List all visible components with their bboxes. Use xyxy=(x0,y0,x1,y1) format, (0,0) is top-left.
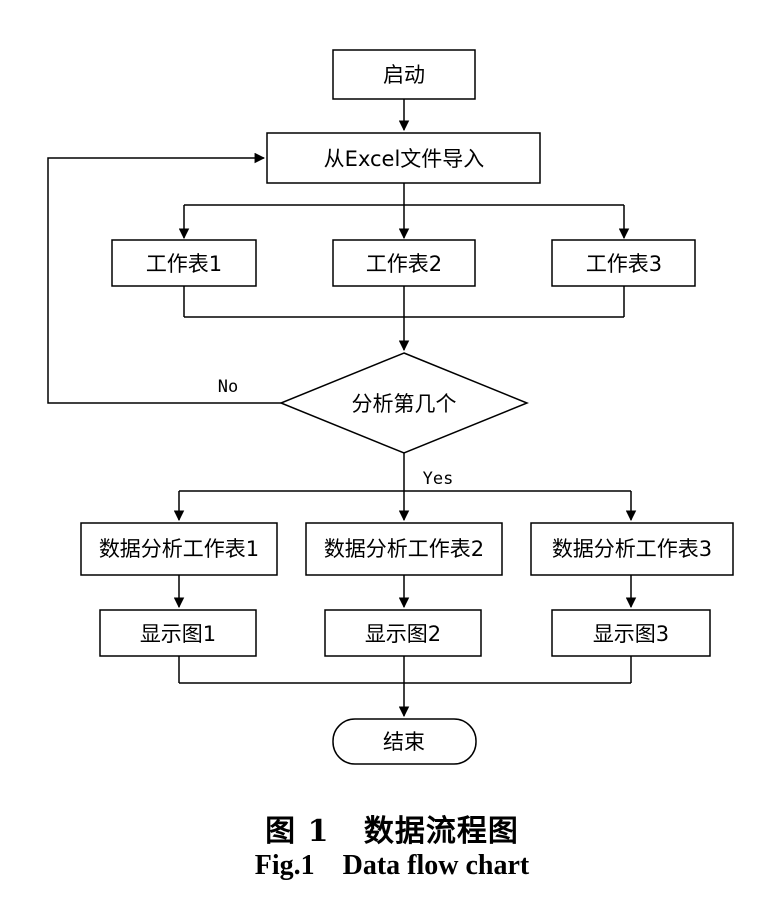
figure-caption-chinese: 图 1 数据流程图 xyxy=(265,814,519,849)
sheet1-label: 工作表1 xyxy=(146,252,222,276)
import-label: 从Excel文件导入 xyxy=(324,147,485,171)
analyze3-label: 数据分析工作表3 xyxy=(552,537,712,561)
sheet2-node: 工作表2 xyxy=(332,239,476,287)
show2-label: 显示图2 xyxy=(365,622,441,646)
start-label: 启动 xyxy=(383,63,425,87)
analyze1-node: 数据分析工作表1 xyxy=(80,522,278,576)
figure-caption-english: Fig.1 Data flow chart xyxy=(254,850,530,881)
decision-node: 分析第几个 xyxy=(279,352,529,454)
sheet3-node: 工作表3 xyxy=(551,239,696,287)
show3-label: 显示图3 xyxy=(593,622,669,646)
analyze1-label: 数据分析工作表1 xyxy=(99,537,259,561)
sheet3-label: 工作表3 xyxy=(586,252,662,276)
flowchart: 启动 从Excel文件导入 工作表1 工作表2 工作表3 分析第几个 No Ye… xyxy=(47,49,734,765)
analyze3-node: 数据分析工作表3 xyxy=(530,522,734,576)
end-node: 结束 xyxy=(332,718,477,765)
analyze2-node: 数据分析工作表2 xyxy=(305,522,503,576)
decision-label: 分析第几个 xyxy=(352,392,457,416)
analyze2-label: 数据分析工作表2 xyxy=(324,537,484,561)
start-node: 启动 xyxy=(332,49,476,100)
show1-label: 显示图1 xyxy=(140,622,216,646)
no-label: No xyxy=(218,377,238,397)
show2-node: 显示图2 xyxy=(324,609,482,657)
import-node: 从Excel文件导入 xyxy=(266,132,541,184)
connectors xyxy=(47,99,637,718)
sheet1-node: 工作表1 xyxy=(111,239,257,287)
yes-label: Yes xyxy=(423,469,454,489)
sheet2-label: 工作表2 xyxy=(366,252,442,276)
edge-no-loop xyxy=(47,152,281,404)
show1-node: 显示图1 xyxy=(99,609,257,657)
show3-node: 显示图3 xyxy=(551,609,711,657)
end-label: 结束 xyxy=(383,730,425,754)
